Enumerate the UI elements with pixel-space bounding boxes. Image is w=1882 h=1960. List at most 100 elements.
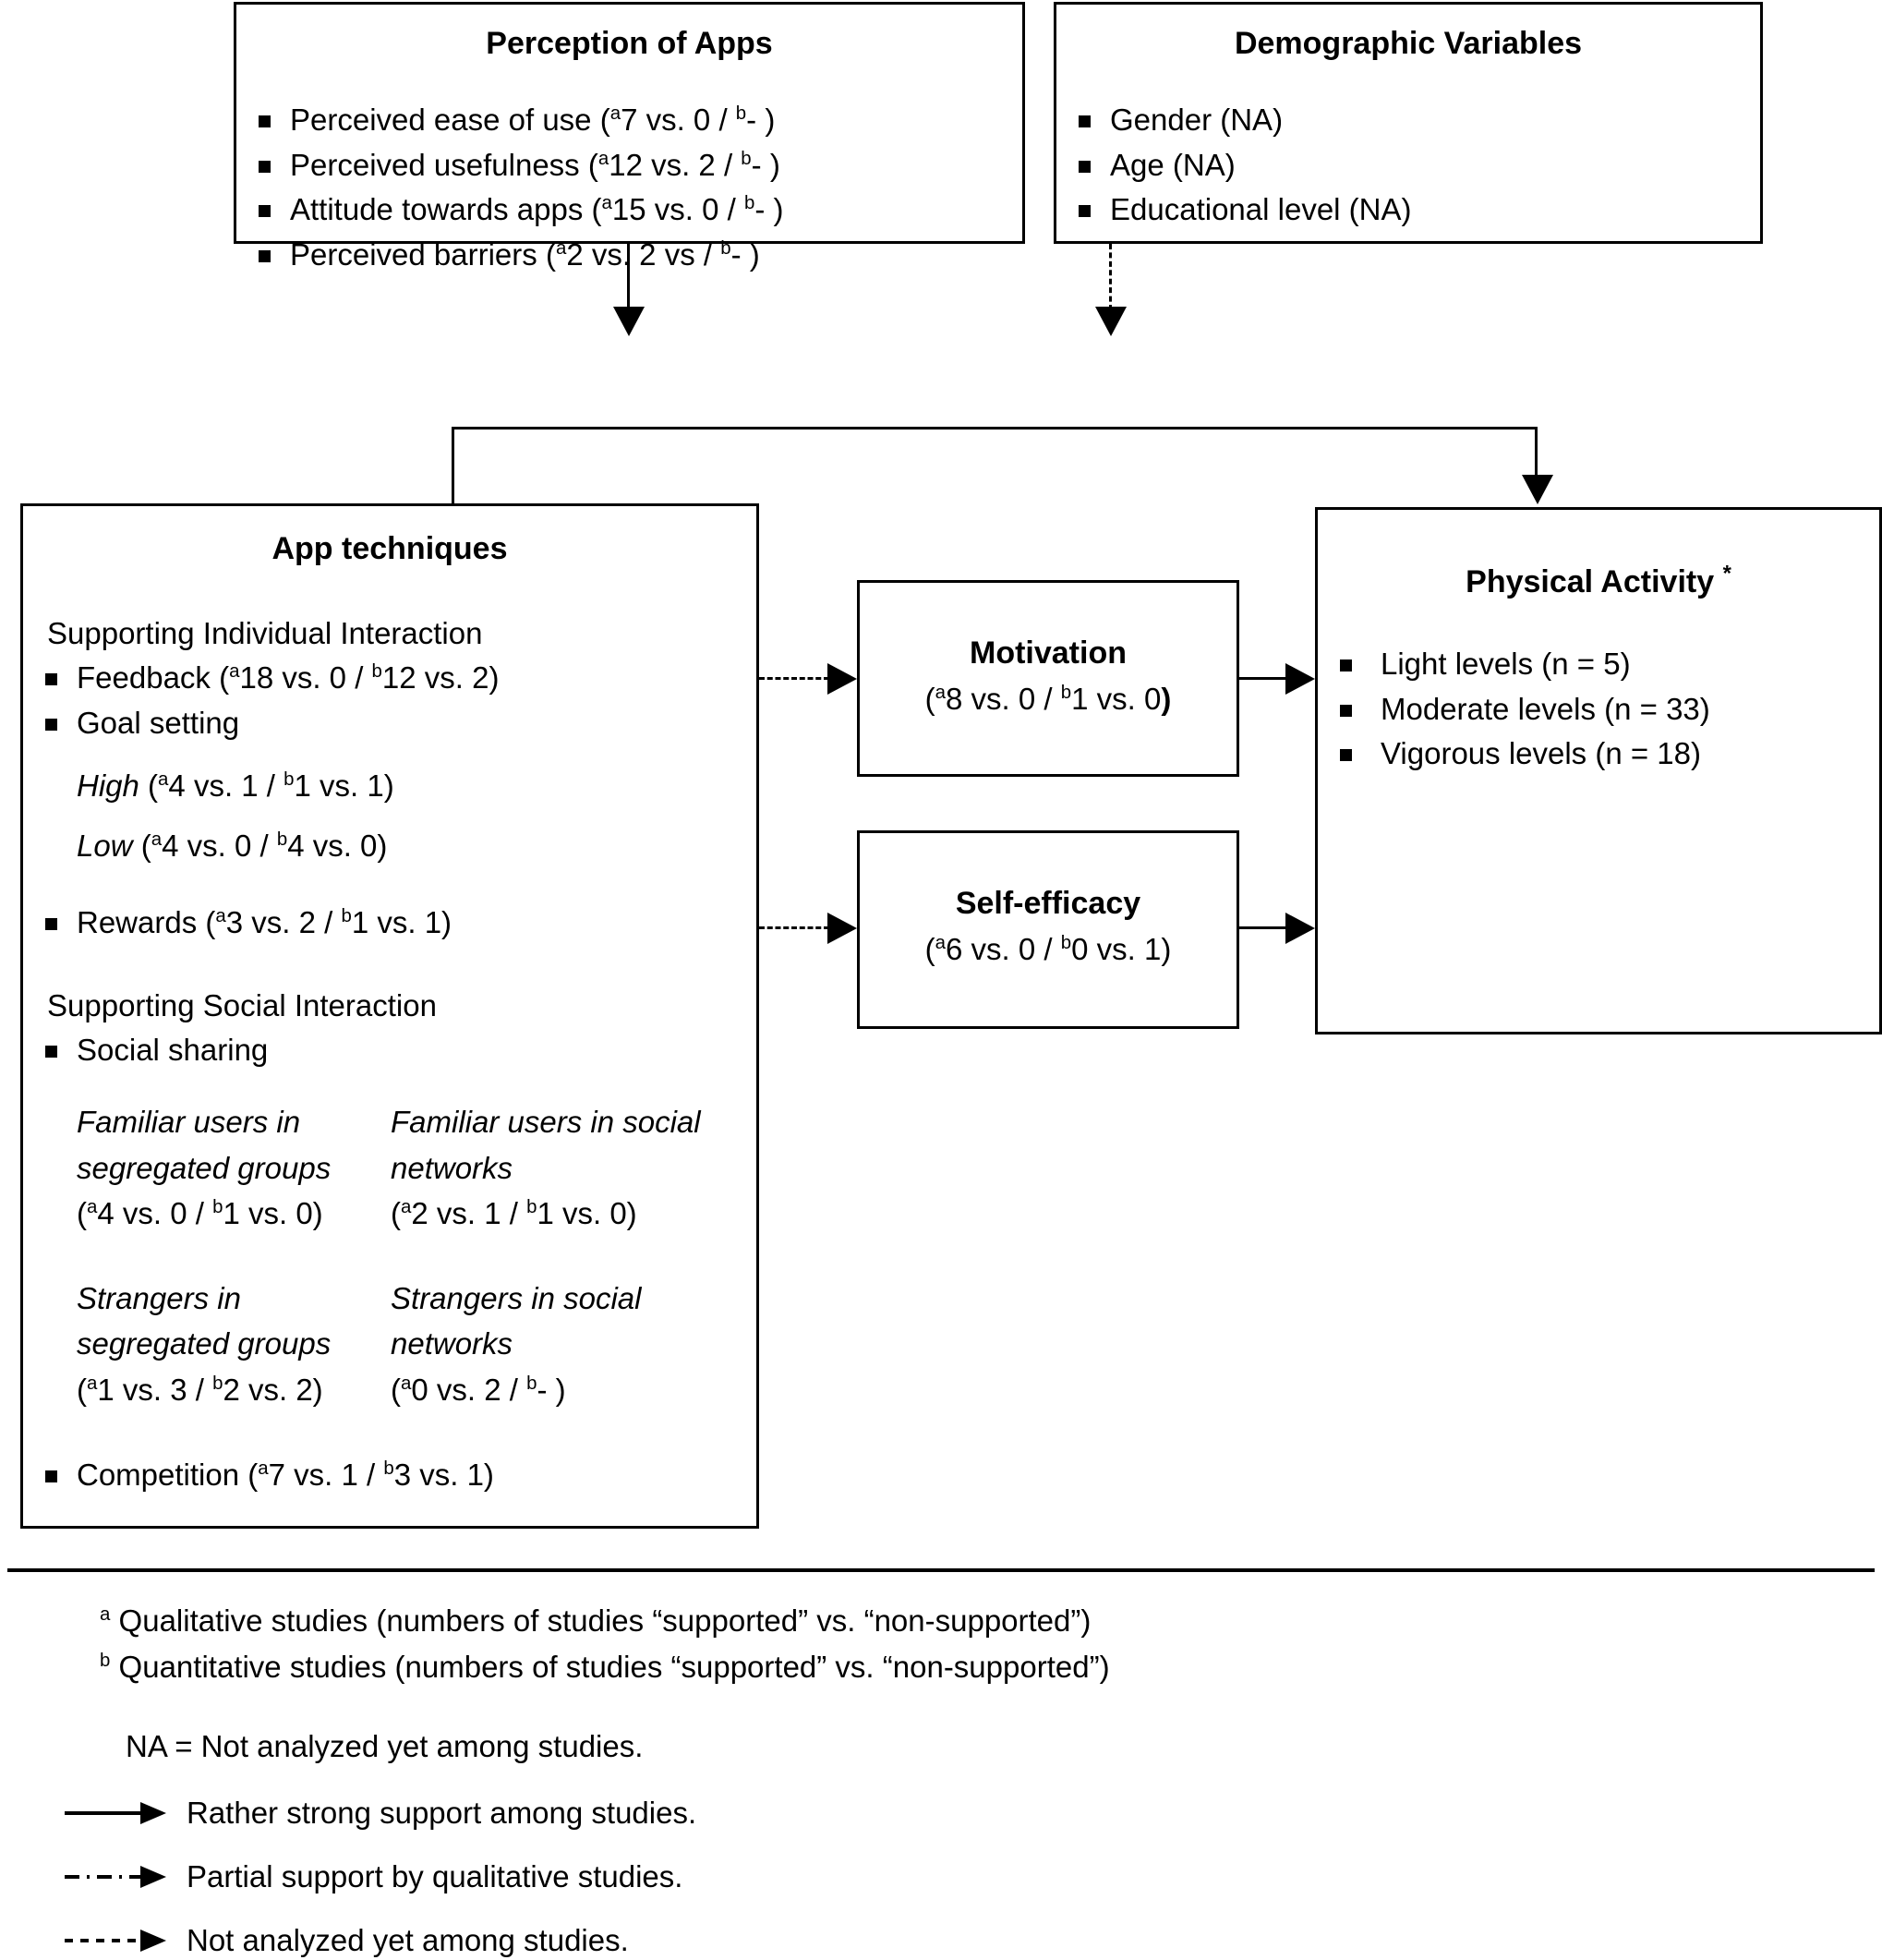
self-efficacy-values: (a6 vs. 0 / b0 vs. 1)	[860, 926, 1237, 973]
footnote-marker-a: a	[401, 1196, 412, 1218]
item-values: 7 vs. 0 /	[621, 102, 736, 137]
perception-to-bus-arrowhead	[613, 307, 645, 336]
app-to-self-efficacy-arrowhead	[827, 913, 857, 944]
cell-mid: 1 vs. 3 /	[97, 1372, 213, 1407]
motivation-box: Motivation (a8 vs. 0 / b1 vs. 0)	[857, 580, 1239, 777]
social-sharing-grid-row-1: Familiar users in segregated groups (a 4 …	[23, 1099, 756, 1237]
legend-label: Rather strong support among studies.	[187, 1795, 697, 1830]
cell-values: (a2 vs. 1 / b1 vs. 0)	[391, 1191, 705, 1237]
competition-list: Competition (a7 vs. 1 / b3 vs. 1)	[23, 1453, 756, 1498]
footnote-marker-a: a	[100, 1603, 111, 1625]
footnote-marker-b: b	[276, 829, 288, 851]
cell-title: Familiar users in segregated groups	[77, 1105, 332, 1185]
footnote-marker-b: b	[100, 1650, 111, 1672]
cell-tail: 1 vs. 0)	[223, 1196, 323, 1231]
item-label: Age (NA)	[1110, 147, 1236, 182]
demographic-to-bus-dashed-line	[1109, 244, 1112, 310]
footnote-marker-a: a	[935, 681, 947, 703]
goal-high-open: (	[139, 768, 159, 803]
footnote-marker-b: b	[212, 1196, 223, 1218]
perception-of-apps-title: Perception of Apps	[486, 26, 773, 61]
goal-low-values: 4 vs. 0 /	[162, 829, 277, 864]
footnote-marker-b: b	[735, 102, 747, 124]
footnote-marker-b: b	[1060, 931, 1072, 953]
goal-high-tail: 1 vs. 1)	[294, 768, 394, 803]
motivation-title: Motivation	[970, 635, 1127, 671]
supporting-social-interaction-heading: Supporting Social Interaction	[47, 987, 437, 1022]
cell-open: (	[77, 1372, 87, 1407]
footnote-marker-a: a	[555, 237, 567, 260]
item-tail: - )	[751, 147, 780, 182]
item-label: Perceived barriers (	[290, 237, 556, 272]
footnote-marker-b: b	[284, 768, 295, 790]
supporting-individual-interaction-heading: Supporting Individual Interaction	[47, 615, 483, 650]
legend-row-dashed: Not analyzed yet among studies.	[7, 1921, 1875, 1960]
footnote-marker-b: b	[383, 1458, 394, 1480]
item-tail: - )	[754, 192, 784, 227]
demographic-variables-box: Demographic Variables Gender (NA) Age (N…	[1054, 2, 1763, 244]
motivation-values: (a8 vs. 0 / b1 vs. 0)	[860, 676, 1237, 722]
bus-to-physical-activity-arrowhead	[1522, 475, 1553, 504]
footnote-marker-b: b	[526, 1372, 537, 1394]
list-item: Perceived ease of use (a7 vs. 0 / b- )	[236, 98, 1022, 143]
footnote-marker-b: b	[1060, 681, 1072, 703]
strangers-social-networks-cell: Strangers in social networks (a0 vs. 2 /…	[391, 1276, 705, 1413]
values-close: )	[1161, 681, 1172, 716]
perception-of-apps-box: Perception of Apps Perceived ease of use…	[234, 2, 1025, 272]
motivation-to-physical-arrowhead	[1285, 663, 1315, 695]
item-label: Educational level (NA)	[1110, 192, 1412, 227]
footnote-a-text: Qualitative studies (numbers of studies …	[110, 1603, 1092, 1638]
footnote-na-line: NA = Not analyzed yet among studies.	[126, 1729, 644, 1764]
goal-setting-low-row: Low (a4 vs. 0 / b4 vs. 0)	[23, 823, 756, 869]
item-values: 12 vs. 2 /	[609, 147, 742, 182]
footnote-marker-a: a	[401, 1372, 412, 1394]
footnote-marker-a: a	[601, 192, 612, 214]
list-item-goal-setting: Goal setting	[23, 701, 756, 746]
rewards-list: Rewards (a3 vs. 2 / b1 vs. 1)	[23, 901, 756, 946]
item-label: Perceived ease of use (	[290, 102, 610, 137]
list-item: Vigorous levels (n = 18)	[1318, 732, 1879, 777]
cell-values: (a0 vs. 2 / b- )	[391, 1367, 705, 1413]
item-label: Moderate levels (n = 33)	[1381, 691, 1710, 726]
social-interaction-list: Social sharing	[23, 1028, 756, 1073]
goal-high-label: High	[77, 768, 139, 803]
item-label: Social sharing	[77, 1033, 269, 1068]
cell-mid: 4 vs. 0 /	[97, 1196, 213, 1231]
item-values: 18 vs. 0 /	[239, 660, 372, 696]
item-tail: - )	[730, 237, 760, 272]
values-tail: 0 vs. 1)	[1071, 931, 1172, 966]
physical-activity-box: Physical Activity * Light levels (n = 5)…	[1315, 507, 1882, 1034]
physical-activity-title: Physical Activity *	[1318, 563, 1879, 601]
footnote-b-line: b Quantitative studies (numbers of studi…	[7, 1644, 1875, 1690]
footnote-marker-a: a	[229, 660, 240, 683]
footer-legend: a Qualitative studies (numbers of studie…	[7, 1598, 1875, 1960]
demographic-to-bus-arrowhead	[1095, 307, 1127, 336]
legend-row-dashdot: Partial support by qualitative studies.	[7, 1857, 1875, 1897]
cell-tail: - )	[537, 1372, 566, 1407]
list-item: Moderate levels (n = 33)	[1318, 687, 1879, 732]
list-item: Attitude towards apps (a15 vs. 0 / b- )	[236, 188, 1022, 233]
demographic-variables-title: Demographic Variables	[1234, 26, 1583, 61]
goal-high-values: 4 vs. 1 /	[168, 768, 284, 803]
cell-open: (	[391, 1196, 401, 1231]
footnote-marker-b: b	[526, 1196, 537, 1218]
footnote-b-text: Quantitative studies (numbers of studies…	[110, 1650, 1110, 1685]
individual-interaction-list: Feedback (a18 vs. 0 / b12 vs. 2) Goal se…	[23, 656, 756, 746]
list-item-rewards: Rewards (a3 vs. 2 / b1 vs. 1)	[23, 901, 756, 946]
item-tail: 12 vs. 2)	[381, 660, 500, 696]
demographic-variables-list: Gender (NA) Age (NA) Educational level (…	[1056, 98, 1760, 233]
footnote-marker-a: a	[609, 102, 621, 124]
self-efficacy-title: Self-efficacy	[955, 886, 1141, 921]
item-label: Competition (	[77, 1458, 259, 1493]
footnote-marker-b: b	[743, 192, 755, 214]
list-item-social-sharing: Social sharing	[23, 1028, 756, 1073]
list-item: Educational level (NA)	[1056, 188, 1760, 233]
footnote-marker-a: a	[151, 829, 163, 851]
footnote-marker-a: a	[935, 931, 947, 953]
values-mid: 6 vs. 0 /	[946, 931, 1061, 966]
footnote-marker-a: a	[258, 1458, 269, 1480]
goal-low-tail: 4 vs. 0)	[287, 829, 388, 864]
item-values: 7 vs. 1 /	[268, 1458, 384, 1493]
app-techniques-title: App techniques	[271, 531, 508, 566]
footnote-a-line: a Qualitative studies (numbers of studie…	[7, 1598, 1875, 1644]
